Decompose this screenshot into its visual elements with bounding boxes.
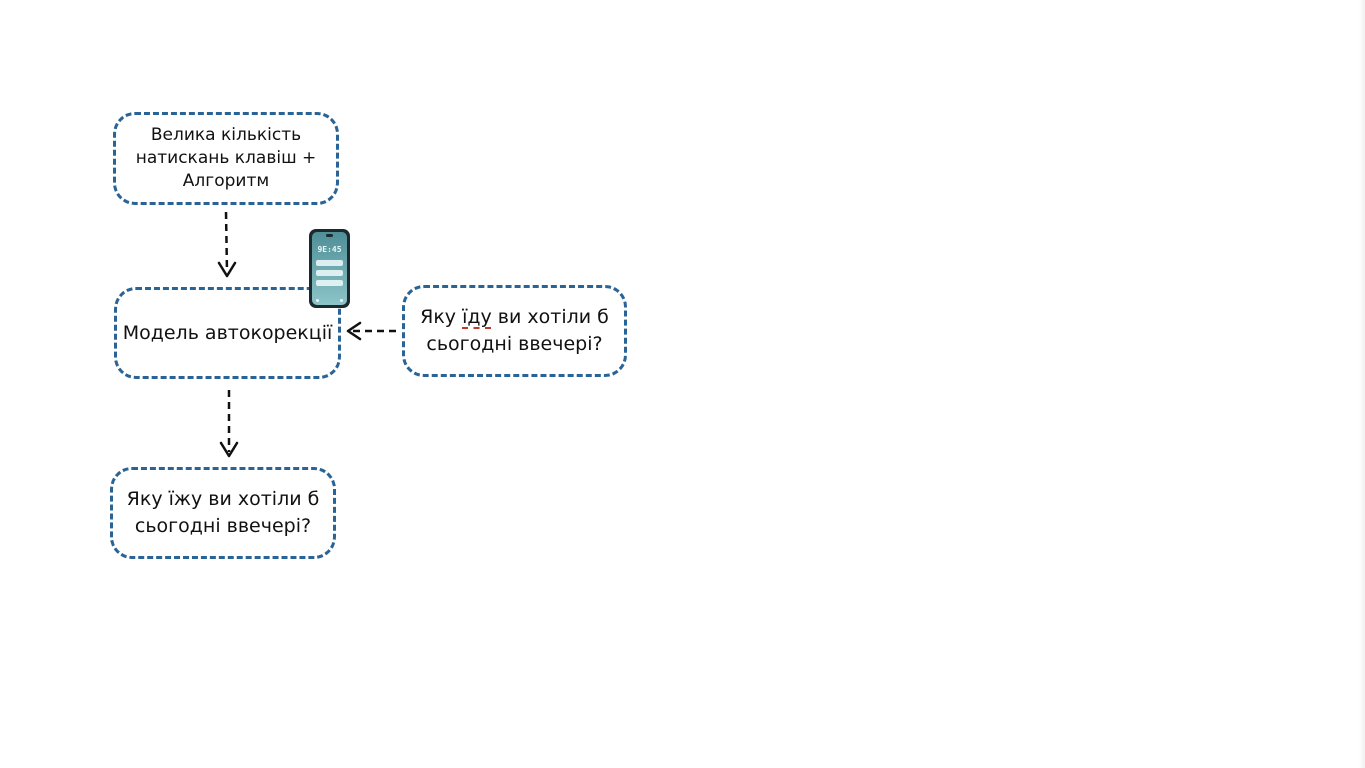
smartphone-icon: 9E:45 (309, 229, 350, 308)
phone-flashlight-icon (316, 299, 319, 302)
query-box-misspelled: Яку їду ви хотіли б сьогодні ввечері? (402, 285, 627, 377)
input-box-keystrokes-algorithm: Велика кількість натискань клавіш + Алго… (113, 112, 339, 205)
input-box-line-2: натискань клавіш + (135, 148, 317, 168)
model-box-label: Модель автокорекції (122, 322, 333, 344)
phone-notification-card (316, 260, 343, 266)
autocorrect-model-box: Модель автокорекції (114, 287, 341, 379)
phone-time: 9E:45 (317, 245, 342, 254)
phone-camera-icon (340, 299, 343, 302)
input-box-line-3: Алгоритм (182, 171, 270, 191)
query-line-1-after: ви хотіли б (491, 306, 609, 328)
phone-screen: 9E:45 (312, 232, 347, 305)
input-box-line-1: Велика кількість (150, 125, 302, 145)
arrow-model-to-output (219, 390, 239, 458)
phone-notification-card (316, 280, 343, 286)
query-box-line-1: Яку їду ви хотіли б (420, 304, 609, 331)
output-box-line-2: сьогодні ввечері? (134, 515, 312, 537)
output-box-corrected: Яку їжу ви хотіли б сьогодні ввечері? (110, 467, 336, 559)
output-box-line-1: Яку їжу ви хотіли б (126, 488, 320, 510)
arrow-input-to-model (217, 211, 237, 278)
misspelled-word: їду (462, 306, 492, 328)
query-line-1-before: Яку (420, 306, 463, 328)
phone-notification-card (316, 270, 343, 276)
query-box-line-2: сьогодні ввечері? (426, 333, 603, 355)
arrow-query-to-model (346, 321, 396, 341)
edge-shadow (1359, 0, 1365, 768)
phone-notch (326, 234, 333, 237)
